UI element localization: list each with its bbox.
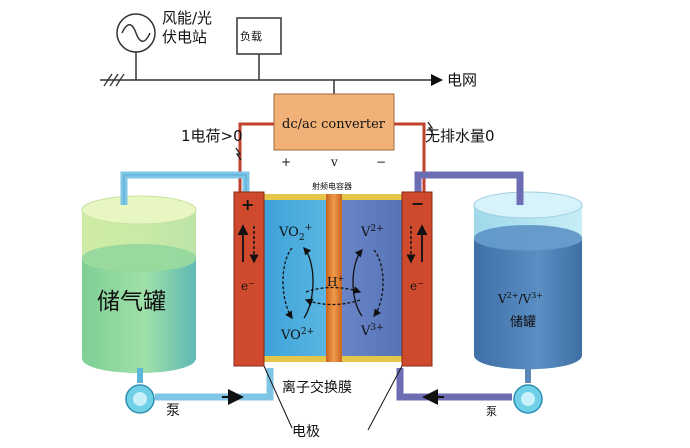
drain-right-label: 无排水量0 — [425, 127, 495, 145]
right-pipes — [396, 171, 531, 401]
left-pump-label: 泵 — [166, 403, 180, 419]
proton-transfer-arrows — [304, 286, 362, 306]
cell-body — [258, 194, 406, 362]
converter-wires — [238, 122, 426, 192]
converter-box — [273, 93, 395, 151]
left-reaction-arrows — [282, 247, 314, 320]
membrane-label: 离子交换膜 — [282, 379, 352, 396]
lightning-icon-right — [427, 121, 434, 135]
left-pump-icon — [125, 384, 155, 414]
load-box — [236, 17, 282, 80]
svg-text:V2+/V3+: V2+/V3+ — [497, 291, 543, 306]
right-tank-ions-label: V2+/V3+ — [497, 291, 543, 306]
svg-text:VO2+: VO2+ — [278, 223, 312, 243]
grid-bus-line — [100, 73, 443, 94]
right-pump-label: 泵 — [486, 405, 497, 418]
source-label-line1: 风能/光 — [162, 9, 212, 27]
rf-capacitor-label: 射频电容器 — [312, 181, 352, 191]
load-label: 负载 — [240, 29, 262, 43]
grid-label: 电网 — [447, 71, 477, 89]
electrode-label: 电极 — [292, 424, 320, 440]
right-storage-tank — [473, 191, 583, 370]
left-electrode — [233, 191, 265, 367]
right-electrode — [401, 191, 433, 367]
converter-v: v — [330, 155, 338, 169]
lightning-icon-left — [235, 147, 242, 161]
right-reaction-arrows — [352, 249, 384, 318]
charge-left-label: 1电荷>0 — [181, 127, 243, 145]
right-tank-text-label: 储罐 — [510, 315, 536, 330]
converter-minus: − — [376, 155, 386, 169]
left-electron-arrows — [237, 224, 259, 264]
source-label-line2: 伏电站 — [162, 28, 207, 46]
ion-vo2-plus: VO2+ — [278, 223, 312, 243]
left-tank-label: 储气罐 — [97, 289, 166, 315]
left-pipes — [120, 171, 274, 401]
ac-source-icon — [116, 13, 156, 80]
left-electrode-sign: + — [241, 195, 254, 214]
converter-label: dc/ac converter — [282, 117, 386, 132]
right-electron-arrows — [406, 224, 428, 264]
electrode-leader-lines — [263, 365, 403, 431]
right-electrode-sign: − — [411, 194, 424, 213]
left-storage-tank — [81, 195, 197, 373]
converter-plus: + — [281, 155, 291, 169]
right-pump-icon — [513, 384, 543, 414]
